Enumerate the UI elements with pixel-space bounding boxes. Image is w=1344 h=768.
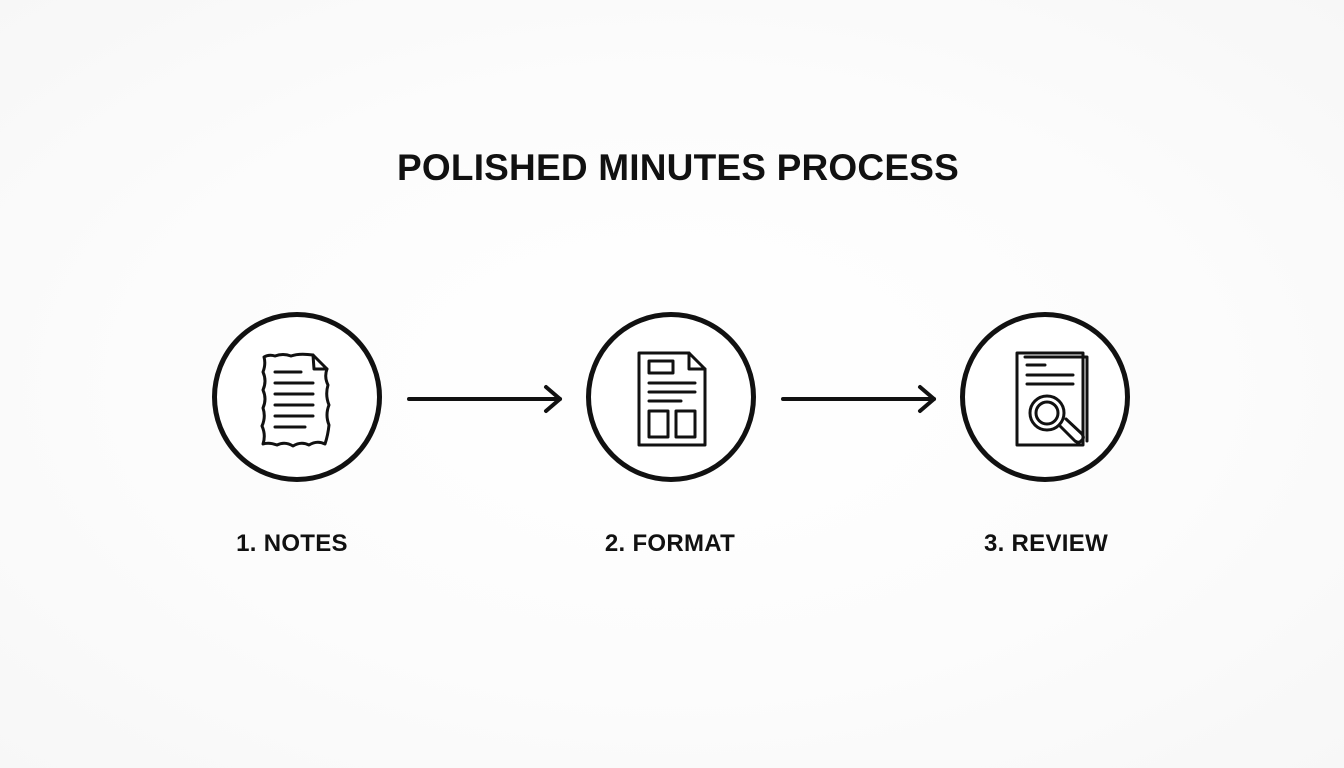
step-review-circle <box>960 312 1130 482</box>
arrow-format-to-review <box>781 385 936 413</box>
arrow-notes-to-format <box>407 385 562 413</box>
step-review-label: 3. REVIEW <box>983 530 1109 557</box>
diagram-title: POLISHED MINUTES PROCESS <box>397 147 959 188</box>
formatted-document-icon <box>637 351 707 447</box>
document-magnifier-icon <box>1015 351 1089 447</box>
step-notes-label: 1. NOTES <box>236 530 348 557</box>
step-notes-circle <box>212 312 382 482</box>
step-format-circle <box>586 312 756 482</box>
step-format-label: 2. FORMAT <box>604 530 736 557</box>
crumpled-notes-icon <box>260 352 331 448</box>
